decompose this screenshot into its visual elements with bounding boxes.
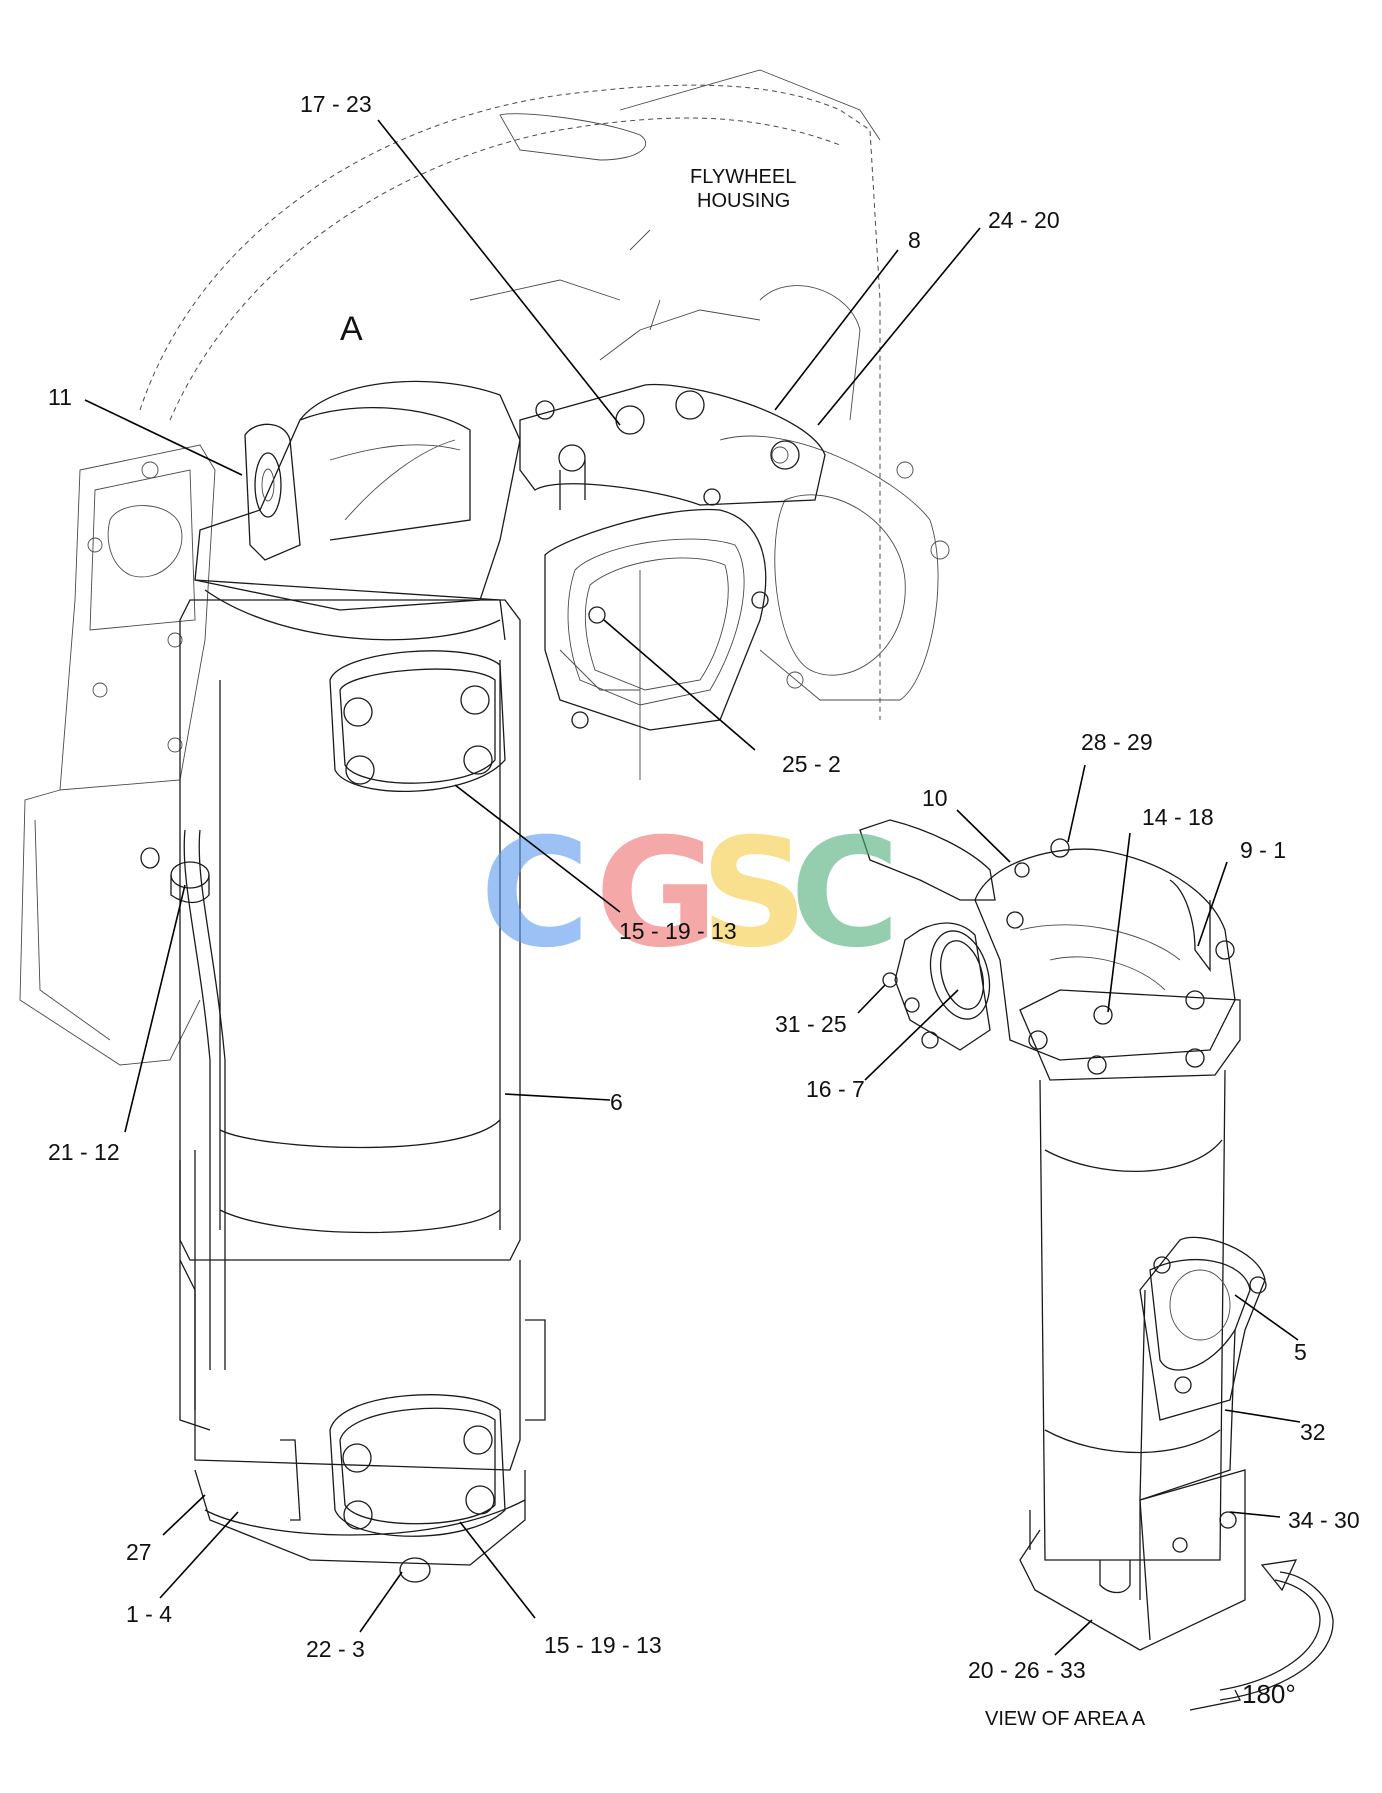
flywheel-housing [19, 69, 950, 1066]
leader-10 [956, 809, 1011, 863]
leader-24-20 [817, 227, 981, 426]
callout-17-23: 17 - 23 [300, 91, 372, 117]
watermark-letter-2: G [595, 807, 718, 981]
callout-6: 6 [610, 1089, 623, 1115]
leader-14-18 [1107, 832, 1131, 1013]
main-cylinder [179, 579, 546, 1583]
callout-10: 10 [922, 785, 948, 811]
callout-28-29: 28 - 29 [1081, 729, 1153, 755]
housing-label-line2: HOUSING [697, 190, 790, 212]
leader-15-19-13-top [454, 784, 621, 913]
area-a-view [859, 819, 1267, 1651]
callout-16-7: 16 - 7 [806, 1076, 865, 1102]
leader-lines [84, 119, 1301, 1656]
exhaust-elbow [194, 380, 521, 611]
leader-34-30 [1229, 1511, 1281, 1518]
leader-27 [162, 1494, 206, 1536]
rotation-arrow-icon [1189, 1559, 1334, 1711]
callout-32: 32 [1300, 1419, 1326, 1445]
rotation-label: 180° [1242, 1679, 1296, 1709]
area-a-label: A [340, 310, 363, 348]
leader-20-26-33 [1054, 1619, 1093, 1656]
housing-label-line1: FLYWHEEL [690, 166, 796, 188]
leader-31-25 [857, 984, 886, 1014]
callout-1-4: 1 - 4 [126, 1601, 172, 1627]
watermark-letter-3: S [700, 807, 808, 981]
labels: A FLYWHEEL HOUSING VIEW OF AREA A 180° 1… [48, 91, 1360, 1730]
callout-8: 8 [908, 227, 921, 253]
callout-9-1: 9 - 1 [1240, 837, 1286, 863]
leader-1-4 [159, 1511, 239, 1599]
callout-25-2: 25 - 2 [782, 751, 841, 777]
watermark-logo: C G S C [480, 807, 900, 981]
leader-17-23 [377, 119, 621, 426]
watermark-letter-1: C [480, 807, 590, 981]
callout-14-18: 14 - 18 [1142, 804, 1214, 830]
leader-15-19-13-bottom [459, 1521, 536, 1619]
mounting-flange [519, 383, 826, 731]
watermark-letter-4: C [790, 807, 900, 981]
callout-20-26-33: 20 - 26 - 33 [968, 1657, 1086, 1683]
callout-22-3: 22 - 3 [306, 1636, 365, 1662]
leader-28-29 [1067, 764, 1086, 843]
callout-5: 5 [1294, 1339, 1307, 1365]
leader-8 [774, 249, 899, 411]
leader-25-2 [603, 619, 756, 751]
view-of-area-label: VIEW OF AREA A [985, 1708, 1146, 1730]
drain-tube [140, 829, 226, 1431]
callout-31-25: 31 - 25 [775, 1011, 847, 1037]
leader-9-1 [1197, 861, 1228, 947]
leader-16-7 [864, 989, 959, 1081]
callout-21-12: 21 - 12 [48, 1139, 120, 1165]
callout-27: 27 [126, 1539, 152, 1565]
leader-22-3 [359, 1571, 403, 1633]
leader-32 [1224, 1409, 1301, 1423]
leader-6 [504, 1093, 611, 1101]
callout-34-30: 34 - 30 [1288, 1507, 1360, 1533]
callout-11: 11 [48, 384, 72, 410]
leader-21-12 [124, 884, 186, 1133]
leader-5 [1234, 1294, 1299, 1341]
callout-24-20: 24 - 20 [988, 207, 1060, 233]
callout-15-19-13-bottom: 15 - 19 - 13 [544, 1632, 662, 1658]
leader-11 [84, 399, 243, 476]
callout-15-19-13-top: 15 - 19 - 13 [619, 918, 737, 944]
